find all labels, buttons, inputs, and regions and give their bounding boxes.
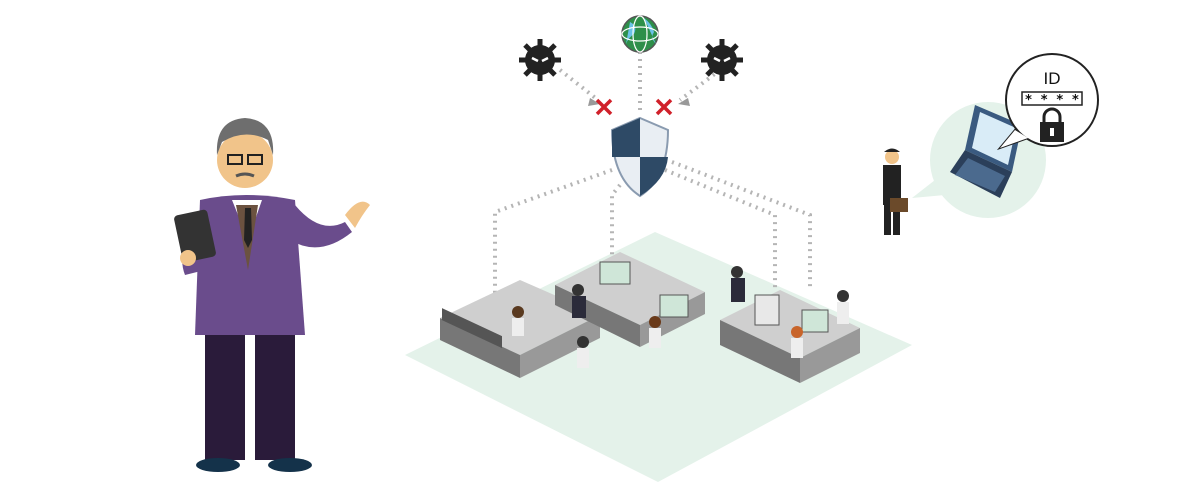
blocked-x-icon [655,98,673,116]
arrow-head-left [588,98,600,106]
lock-icon [1040,107,1064,142]
shield-icon [610,116,670,198]
remote-worker-character [883,148,901,235]
arrow-head-right [678,98,690,106]
login-callout: ID * * * * [996,53,1099,151]
blocked-x-icon [595,98,613,116]
password-mask: * * * * [1025,93,1080,108]
office-desks [440,252,860,383]
office-workers [512,266,849,368]
virus-icon [701,39,743,81]
presenter-character [182,118,370,472]
virus-icon [519,39,561,81]
password-field [1021,91,1083,106]
bubble-tail [912,180,945,198]
tablet-icon [174,209,216,266]
briefcase-icon [890,198,908,212]
globe-icon [621,15,659,53]
network-lines [493,52,812,305]
laptop-icon [950,105,1022,198]
id-label: ID [1044,69,1061,88]
